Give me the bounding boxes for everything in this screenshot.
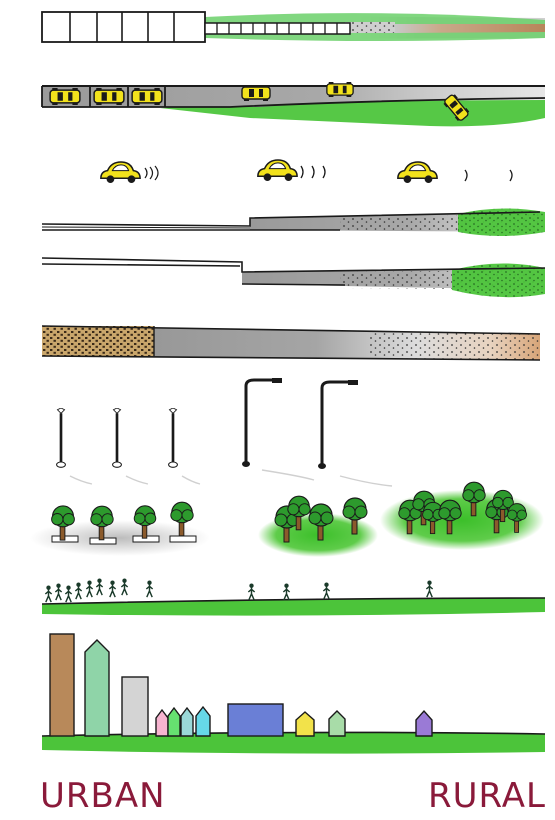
- pedestrians-row: [42, 579, 545, 616]
- pedestrian-icon: [96, 579, 102, 596]
- parked-car-icon: [94, 88, 124, 105]
- urban-label: URBAN: [40, 776, 166, 816]
- pedestrian-icon: [121, 579, 127, 596]
- building-icon: [196, 707, 210, 736]
- building-icon: [228, 704, 283, 736]
- pedestrian-icon: [65, 586, 71, 603]
- building-icon: [156, 710, 168, 736]
- building-icon: [416, 711, 432, 736]
- pedestrian-icon: [109, 581, 115, 598]
- pedestrian-icon: [75, 583, 81, 600]
- parked-car-icon: [132, 88, 162, 105]
- fence-icon: [205, 23, 350, 34]
- building-icon: [50, 634, 74, 736]
- building-icon: [296, 712, 314, 736]
- pedestrian-icon: [146, 581, 152, 598]
- parking-gradient-row: [42, 82, 545, 126]
- streetlight-icon: [242, 378, 282, 467]
- pedestrian-icon: [283, 584, 289, 601]
- paving-gradient-row: [42, 326, 540, 360]
- buildings-row: [42, 634, 545, 754]
- road-edge-gradient-row: [42, 258, 545, 297]
- traffic-speed-row: [101, 160, 512, 183]
- slow-car-icon: [101, 162, 140, 183]
- pedestrian-icon: [45, 586, 51, 603]
- building-icon: [85, 640, 109, 736]
- building-row-icon: [42, 12, 205, 42]
- streetlight-icon: [113, 408, 122, 467]
- fast-car-icon: [398, 162, 437, 183]
- building-icon: [181, 708, 193, 736]
- streetlight-icon: [169, 408, 178, 467]
- lighting-row: [57, 378, 392, 486]
- streetlight-icon: [318, 380, 358, 469]
- medium-car-icon: [258, 160, 297, 181]
- pedestrian-icon: [426, 581, 432, 598]
- building-icon: [168, 708, 180, 736]
- parked-car-icon: [50, 88, 80, 105]
- curb-gradient-row: [42, 208, 545, 236]
- road-surface-gradient-row: [42, 12, 545, 42]
- rural-label: RURAL: [428, 776, 546, 816]
- streetlight-icon: [57, 408, 66, 467]
- parked-car-icon: [327, 82, 353, 97]
- building-icon: [122, 677, 148, 736]
- pedestrian-icon: [86, 581, 92, 598]
- trees-row: [30, 482, 544, 557]
- parked-car-icon: [242, 85, 270, 101]
- pedestrian-icon: [323, 583, 329, 600]
- pedestrian-icon: [55, 584, 61, 601]
- brick-paving-icon: [42, 326, 154, 356]
- building-icon: [329, 711, 345, 736]
- pedestrian-icon: [248, 584, 254, 601]
